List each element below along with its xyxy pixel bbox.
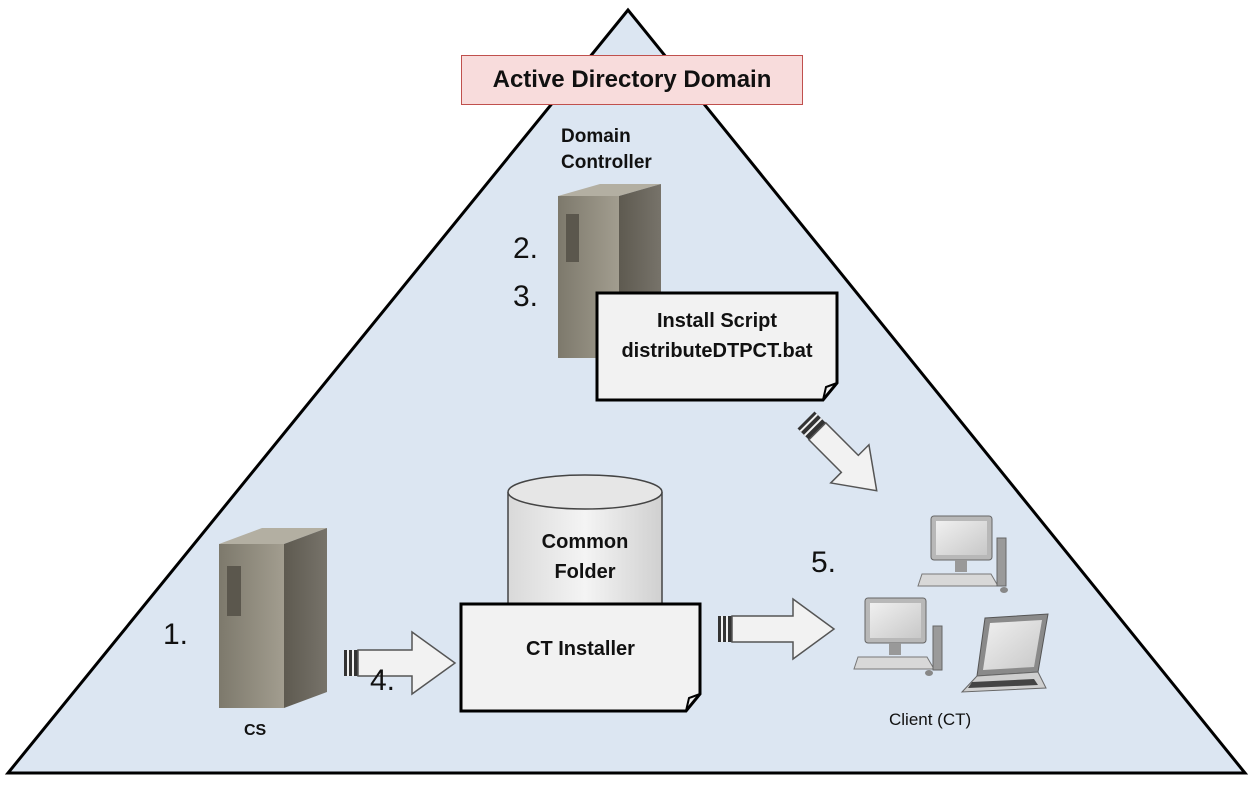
step-5-label: 5.: [811, 546, 837, 579]
domain-controller-label-line2: Controller: [561, 152, 652, 173]
install-script-line1: Install Script: [656, 310, 778, 332]
client-laptop-icon: [960, 613, 1049, 693]
arrow-installer-to-client: [718, 597, 836, 661]
domain-controller-label-line1: Domain: [561, 126, 631, 147]
client-desktop-computer-icon-2: [853, 597, 943, 676]
step-1-label: 1.: [163, 618, 189, 651]
install-script-document-icon: [595, 291, 839, 402]
common-folder-cylinder-icon: [507, 474, 663, 607]
step-2-label: 2.: [513, 232, 539, 265]
arrow-script-to-client: [797, 411, 878, 492]
common-folder-label: Common Folder: [508, 527, 662, 587]
common-folder-line1: Common: [541, 531, 629, 553]
cs-tower-server-icon: [219, 528, 327, 708]
install-script-label: Install Script distributeDTPCT.bat: [597, 306, 837, 366]
ct-installer-document-icon: [459, 602, 702, 713]
arrow-cs-to-installer: [344, 630, 457, 696]
cs-label: CS: [244, 722, 267, 739]
step-3-label: 3.: [513, 280, 539, 313]
client-label: Client (CT): [889, 710, 972, 729]
domain-controller-label: Domain Controller: [561, 124, 652, 176]
install-script-filename: distributeDTPCT.bat: [621, 340, 813, 362]
client-desktop-computer-icon-1: [917, 515, 1008, 593]
active-directory-domain-title: Active Directory Domain: [461, 55, 803, 105]
step-4-label: 4.: [370, 664, 396, 697]
common-folder-line2: Folder: [554, 561, 616, 583]
ct-installer-label: CT Installer: [526, 638, 635, 660]
